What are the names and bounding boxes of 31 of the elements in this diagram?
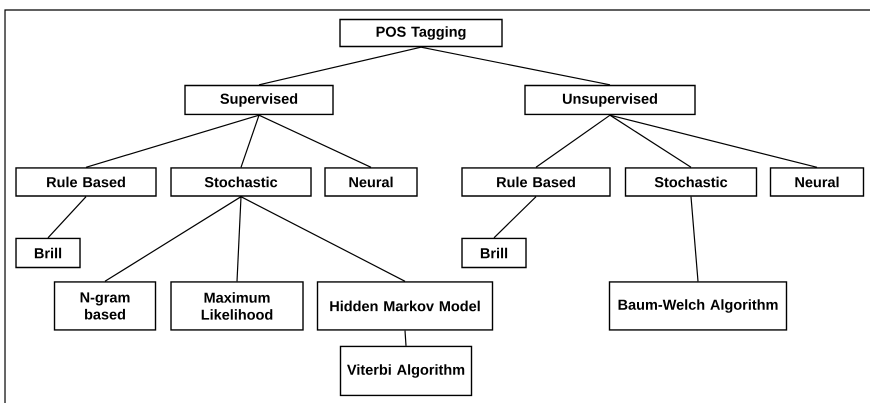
connector-line bbox=[48, 196, 86, 238]
connector-line bbox=[258, 114, 372, 168]
connector-line bbox=[610, 114, 692, 168]
tree-box: Brill bbox=[461, 238, 527, 268]
connector-line bbox=[536, 114, 610, 168]
tree-box: Stochastic bbox=[170, 167, 312, 197]
tree-box: POS Tagging bbox=[339, 18, 503, 48]
tree-box: Rule Based bbox=[15, 167, 157, 197]
connector-line bbox=[236, 196, 242, 282]
connector-line bbox=[494, 196, 536, 238]
connector-line bbox=[690, 196, 699, 282]
tree-box: Neural bbox=[770, 167, 864, 197]
connector-line bbox=[420, 46, 610, 86]
connector-line bbox=[240, 196, 406, 282]
connector-line bbox=[258, 46, 422, 86]
tree-box: Viterbi Algorithm bbox=[340, 346, 472, 396]
connector-line bbox=[404, 330, 407, 346]
tree-box: Rule Based bbox=[461, 167, 611, 197]
tree-box: Baum-Welch Algorithm bbox=[608, 281, 788, 331]
tree-box: Stochastic bbox=[624, 167, 758, 197]
connector-line bbox=[104, 196, 242, 282]
tree-box: Supervised bbox=[184, 84, 334, 116]
tree-box: Neural bbox=[324, 167, 418, 197]
tree-box: N-gram based bbox=[54, 281, 156, 331]
tree-box: Unsupervised bbox=[524, 84, 696, 116]
connector-line bbox=[610, 114, 818, 168]
connector-line bbox=[240, 115, 260, 168]
tree-box: Hidden Markov Model bbox=[316, 281, 494, 331]
tree-box: Maximum Likelihood bbox=[170, 281, 304, 331]
connector-line bbox=[86, 114, 260, 168]
tree-box: Brill bbox=[15, 238, 81, 268]
